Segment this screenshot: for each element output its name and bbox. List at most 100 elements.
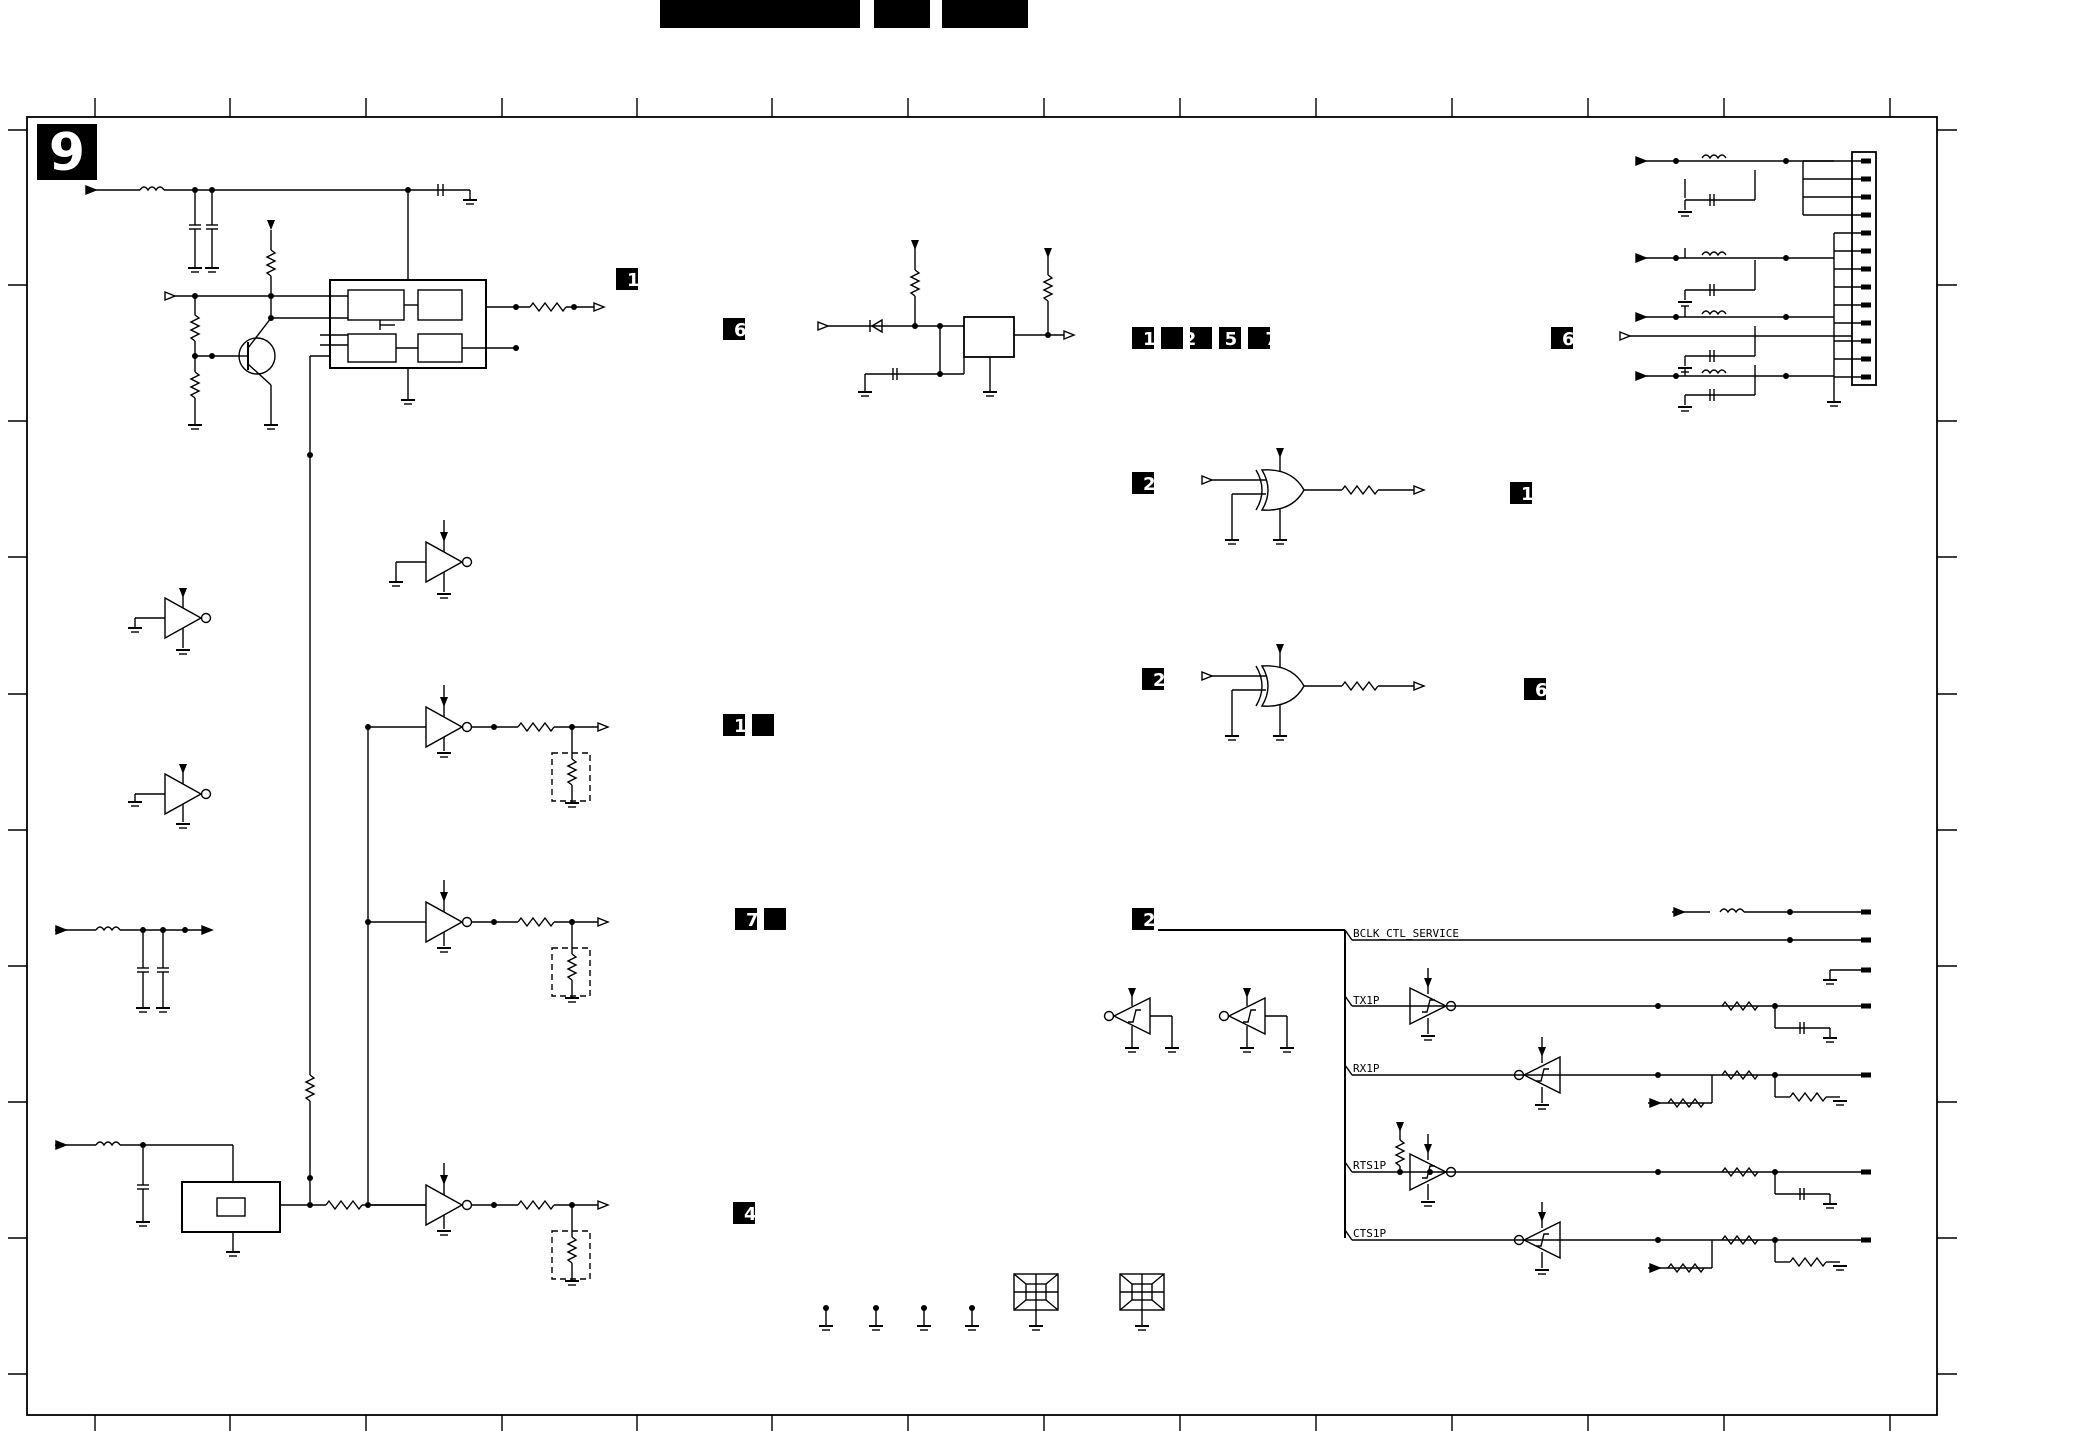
driver-stage bbox=[368, 880, 609, 1003]
page-ref-box bbox=[752, 714, 774, 736]
schmitt-trigger-icon bbox=[1218, 987, 1295, 1053]
page-ref-text: 1 bbox=[1521, 484, 1545, 505]
bottom-grounds bbox=[818, 1273, 1165, 1331]
schmitt-trigger-icon bbox=[1409, 986, 1457, 1026]
schmitt-trigger-icon bbox=[1513, 1055, 1561, 1095]
page-ref-tag: 7 8 bbox=[735, 908, 810, 931]
serial-line bbox=[1344, 1202, 1872, 1275]
resistor-icon bbox=[1667, 1262, 1705, 1274]
resistor-icon bbox=[1667, 1097, 1705, 1109]
resistor-icon bbox=[1721, 1000, 1759, 1012]
serial-line bbox=[1344, 1037, 1872, 1110]
page-ref-box bbox=[616, 268, 638, 290]
sheet-number: 9 bbox=[49, 123, 85, 183]
page-ref-text: 1 2 bbox=[734, 716, 798, 737]
pull-up-resistor bbox=[1394, 1121, 1434, 1176]
xor-gate-icon bbox=[1201, 447, 1425, 545]
xor-gates bbox=[1201, 447, 1425, 741]
page-ref-tag: 1 bbox=[1510, 482, 1545, 505]
driver-stage bbox=[368, 685, 609, 808]
sheet-number-badge: 9 bbox=[37, 123, 97, 183]
resistor-icon bbox=[1721, 1234, 1759, 1246]
inverter-icon bbox=[425, 900, 473, 944]
page-ref-text: 1 bbox=[627, 270, 651, 291]
page-ref-box bbox=[723, 714, 745, 736]
page-ref-tag: 2 bbox=[1142, 668, 1177, 691]
mounting-pad-icon bbox=[1119, 1273, 1165, 1331]
serial-line bbox=[1344, 1134, 1872, 1209]
page-ref-text: 2 bbox=[1143, 910, 1167, 931]
page-ref-box bbox=[764, 908, 786, 930]
center-top-circuit bbox=[817, 239, 1075, 397]
regulator-bottom-left bbox=[55, 1140, 426, 1257]
page-ref-box bbox=[1248, 327, 1270, 349]
sheet-border bbox=[8, 98, 1957, 1431]
page-ref-box bbox=[1142, 668, 1164, 690]
resistor-icon bbox=[1721, 1069, 1759, 1081]
page-ref-tag: 6 bbox=[723, 318, 758, 341]
left-bus-wire bbox=[304, 451, 316, 1205]
page-ref-text: 4 bbox=[744, 1204, 768, 1225]
page-ref-tag: 1 bbox=[616, 268, 651, 291]
page-ref-tag: 1 2 5 7 8 bbox=[1132, 327, 1330, 350]
page-ref-box bbox=[1219, 327, 1241, 349]
header-block-3 bbox=[942, 0, 1028, 28]
driver-stage bbox=[368, 1163, 609, 1286]
page-ref-box bbox=[723, 318, 745, 340]
net-label-cts: CTS1P bbox=[1353, 1227, 1386, 1240]
page-ref-text: 2 bbox=[1153, 670, 1177, 691]
xor-gate-icon bbox=[1201, 643, 1425, 741]
inverter-icon bbox=[127, 587, 212, 655]
serial-interface: BCLK_CTL_SERVICE TX1P RX1P RTS1P CTS1P bbox=[1103, 907, 1872, 1275]
resistor-icon bbox=[1789, 1256, 1827, 1268]
page-ref-text: 2 bbox=[1143, 474, 1167, 495]
resistor-icon bbox=[1394, 1139, 1406, 1167]
header-block-1 bbox=[660, 0, 860, 28]
page-ref-box bbox=[1524, 678, 1546, 700]
page-ref-tag: 2 bbox=[1132, 908, 1167, 931]
page-ref-text: 6 bbox=[1562, 329, 1586, 350]
header-block-2 bbox=[874, 0, 930, 28]
serial-line bbox=[1344, 968, 1872, 1043]
page-ref-text: 6 bbox=[734, 320, 758, 341]
inverter-icon bbox=[127, 763, 212, 829]
page-ref-tag: 6 bbox=[1551, 327, 1586, 350]
schmitt-trigger-icon bbox=[1513, 1220, 1561, 1260]
schmitt-trigger-icon bbox=[1103, 987, 1180, 1053]
power-filter-section bbox=[85, 184, 605, 455]
net-label-rx: RX1P bbox=[1353, 1062, 1380, 1075]
page-ref-box bbox=[1132, 327, 1154, 349]
page-ref-tag: 6 bbox=[1524, 678, 1559, 701]
page-ref-text: 7 8 bbox=[746, 910, 810, 931]
net-label-tx: TX1P bbox=[1353, 994, 1380, 1007]
page-ref-box bbox=[735, 908, 757, 930]
inverter-icon bbox=[425, 705, 473, 749]
page-ref-box bbox=[1551, 327, 1573, 349]
resistor-icon bbox=[517, 721, 555, 733]
page-ref-tag: 4 bbox=[733, 1202, 768, 1225]
page-ref-text: 1 2 5 7 8 bbox=[1143, 329, 1330, 350]
resistor-icon bbox=[1721, 1166, 1759, 1178]
inverter-icon bbox=[425, 1183, 473, 1227]
mounting-pad-icon bbox=[1013, 1273, 1059, 1331]
connector-top-right bbox=[1619, 151, 1877, 412]
page-ref-box bbox=[1510, 482, 1532, 504]
resistor-icon bbox=[566, 953, 578, 981]
page-ref-tag: 2 bbox=[1132, 472, 1167, 495]
page-ref-box bbox=[1132, 908, 1154, 930]
net-label-rts: RTS1P bbox=[1353, 1159, 1386, 1172]
page-ref-tag: 1 2 bbox=[723, 714, 798, 737]
inverter-icon bbox=[388, 520, 473, 599]
resistor-icon bbox=[566, 1236, 578, 1264]
inverter-group-left bbox=[127, 520, 473, 829]
resistor-icon bbox=[1789, 1091, 1827, 1103]
net-label-bclk: BCLK_CTL_SERVICE bbox=[1353, 927, 1459, 940]
filter-left-middle bbox=[55, 925, 213, 1013]
page-ref-box bbox=[1190, 327, 1212, 349]
resistor-icon bbox=[517, 916, 555, 928]
page-ref-text: 6 bbox=[1535, 680, 1559, 701]
resistor-icon bbox=[517, 1199, 555, 1211]
page-ref-box bbox=[1161, 327, 1183, 349]
